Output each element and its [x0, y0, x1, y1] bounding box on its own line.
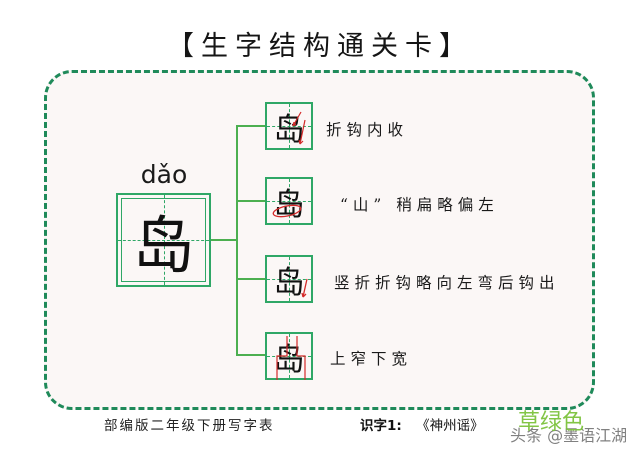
tip-character: 岛	[273, 264, 305, 301]
main-character: 岛	[132, 209, 195, 282]
red-arrow-icon	[292, 111, 306, 145]
connector-branch-3	[236, 278, 265, 280]
grid-guide-vertical	[289, 104, 290, 148]
connector-branch-4	[236, 354, 265, 356]
page-title: 【生字结构通关卡】	[167, 31, 473, 62]
connector-trunk	[236, 125, 238, 356]
grid-guide-vertical	[289, 334, 290, 378]
tip-text-3: 竖折折钩略向左弯后钩出	[334, 274, 560, 292]
tip-character: 岛	[273, 341, 305, 378]
lesson-title: 《神州谣》	[416, 418, 484, 434]
color-watermark: 草绿色	[518, 410, 585, 435]
red-width-guide-icon	[276, 336, 306, 380]
tip-character-grid-1: 岛	[265, 102, 313, 150]
grid-guide-vertical	[289, 257, 290, 301]
tip-character-grid-4: 岛	[265, 332, 313, 380]
source-watermark: 头条 @墨语江湖	[510, 426, 628, 445]
lesson-label: 识字1: 《神州谣》	[360, 414, 484, 434]
connector-branch-1	[236, 125, 265, 127]
red-arrow-icon	[301, 278, 308, 298]
grid-guide-vertical	[163, 195, 165, 285]
tip-character-grid-3: 岛	[265, 255, 313, 303]
red-ellipse-icon	[272, 204, 302, 218]
textbook-label: 部编版二年级下册写字表	[104, 418, 275, 434]
tip-character-grid-2: 岛	[265, 177, 313, 225]
main-character-grid: 岛	[116, 193, 211, 287]
tip-text-1: 折钩内收	[326, 121, 409, 139]
connector-from-main	[211, 239, 238, 241]
tip-text-4: 上窄下宽	[330, 350, 413, 368]
tip-text-2: “山” 稍扁略偏左	[340, 196, 499, 214]
grid-guide-vertical	[289, 179, 290, 223]
lesson-number: 识字1:	[360, 418, 402, 434]
pinyin-label: dǎo	[140, 160, 188, 189]
connector-branch-2	[236, 200, 265, 202]
